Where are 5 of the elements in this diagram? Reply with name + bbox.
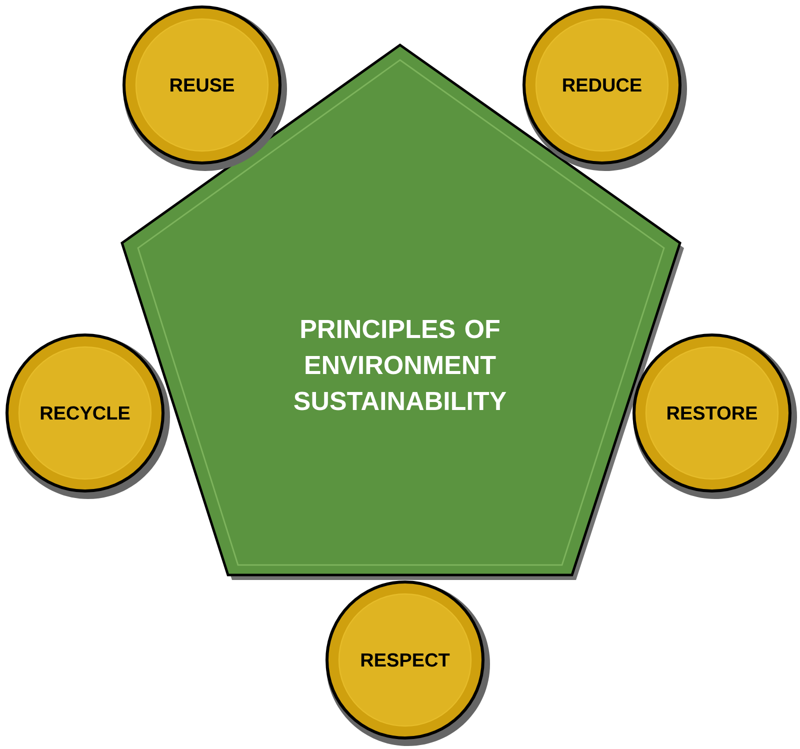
circle-badge: RESPECT: [326, 580, 490, 746]
circle-badge: REDUCE: [522, 6, 687, 171]
circle-badge: REUSE: [122, 6, 287, 171]
circle-badge: RECYCLE: [6, 334, 170, 499]
circle-badge: RESTORE: [632, 334, 797, 499]
